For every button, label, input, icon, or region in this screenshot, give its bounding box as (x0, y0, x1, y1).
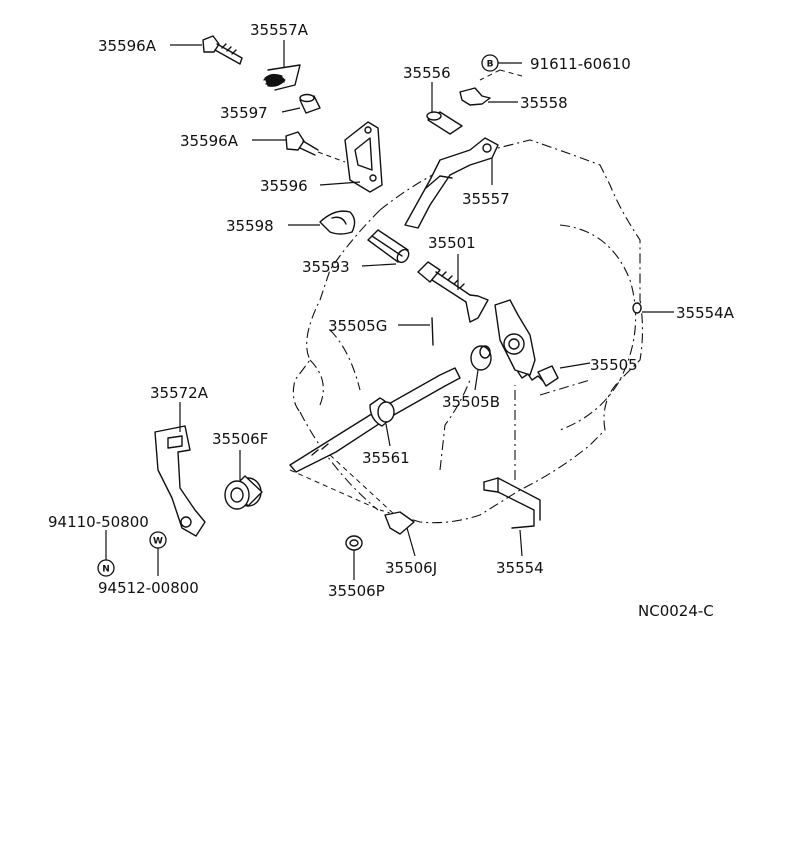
label-35597[interactable]: 35597 (220, 104, 268, 122)
label-35505g[interactable]: 35505G (328, 317, 387, 335)
bolt-35596a-top (202, 35, 243, 65)
badge-n-icon: N (97, 559, 115, 577)
label-91611-60610[interactable]: 91611-60610 (530, 55, 631, 73)
part-35506j (384, 511, 415, 535)
clip-35558 (459, 87, 491, 106)
lever-35557 (404, 137, 499, 229)
label-35506p[interactable]: 35506P (328, 582, 385, 600)
label-35505[interactable]: 35505 (590, 356, 638, 374)
label-35572a[interactable]: 35572A (150, 384, 209, 402)
leader-91611 (479, 69, 523, 81)
rod-35554 (483, 477, 541, 529)
label-35501[interactable]: 35501 (428, 234, 476, 252)
diagram-code: NC0024-C (638, 602, 714, 620)
label-94512-00800[interactable]: 94512-00800 (98, 579, 199, 597)
label-35598[interactable]: 35598 (226, 217, 274, 235)
badge-w-icon: W (149, 531, 167, 549)
seal-35505b (470, 345, 492, 371)
label-35505b[interactable]: 35505B (442, 393, 500, 411)
label-35557[interactable]: 35557 (462, 190, 510, 208)
label-35596[interactable]: 35596 (260, 177, 308, 195)
bracket-35596 (344, 121, 383, 193)
svg-text:N: N (102, 565, 110, 575)
rod-35501 (417, 261, 489, 323)
label-35556[interactable]: 35556 (403, 64, 451, 82)
pin-35505g (431, 317, 434, 346)
label-35554a[interactable]: 35554A (676, 304, 735, 322)
svg-text:B: B (487, 60, 494, 70)
label-35506j[interactable]: 35506J (385, 559, 437, 577)
pin-35597 (299, 93, 321, 114)
manual-lever-35505 (494, 299, 559, 387)
bracket-35572a (154, 425, 206, 537)
svg-text:W: W (153, 537, 163, 547)
clip-35554a (632, 302, 642, 314)
ring-35506p (345, 535, 363, 551)
label-35554[interactable]: 35554 (496, 559, 544, 577)
spring-35557a (263, 64, 301, 91)
label-35596a-middle[interactable]: 35596A (180, 132, 239, 150)
label-35506f[interactable]: 35506F (212, 430, 268, 448)
shaft-centerline (289, 454, 396, 516)
label-35596a-top[interactable]: 35596A (98, 37, 157, 55)
label-35558[interactable]: 35558 (520, 94, 568, 112)
leader-lines (105, 40, 674, 580)
badge-b-icon: B (481, 54, 499, 72)
cylinder-35593 (367, 229, 410, 264)
label-35557a[interactable]: 35557A (250, 21, 309, 39)
bushing-35506f (224, 475, 263, 510)
pin-35556 (426, 111, 463, 135)
shaft-35561 (289, 367, 461, 473)
label-35593[interactable]: 35593 (302, 258, 350, 276)
label-94110-50800[interactable]: 94110-50800 (48, 513, 149, 531)
label-35561[interactable]: 35561 (362, 449, 410, 467)
part-labels: 35596A 35557A 35597 35596A 35596 35556 9… (48, 21, 735, 600)
bolt-35596a-middle (285, 131, 346, 163)
shoe-35598 (319, 210, 356, 235)
